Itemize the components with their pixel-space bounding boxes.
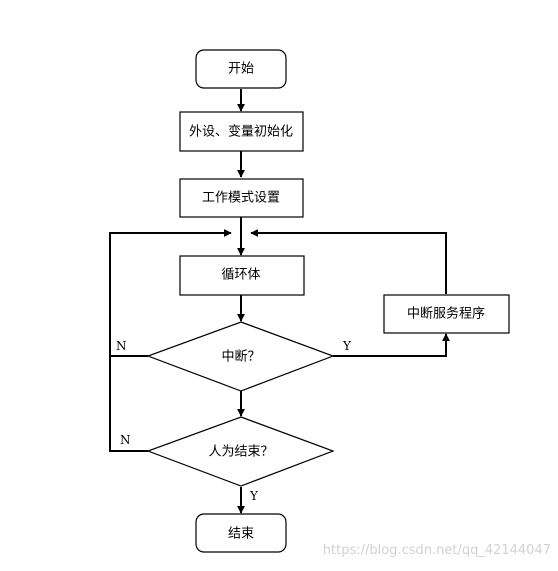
interrupt-label: 中断？ [221, 350, 260, 365]
init-label: 外设、变量初始化 [189, 124, 293, 140]
watermark: https://blog.csdn.net/qq_42144047 [323, 543, 551, 558]
manual-yes-label: Y [249, 489, 259, 503]
loop-label: 循环体 [221, 268, 260, 283]
interrupt-decision: 中断？ [146, 321, 335, 392]
loop-node: 循环体 [179, 255, 305, 296]
manual-end-decision: 人为结束？ [146, 416, 335, 487]
arrow-interrupt-no-loopback [109, 229, 232, 357]
isr-node: 中断服务程序 [383, 294, 510, 334]
end-label: 结束 [228, 527, 254, 542]
mode-node: 工作模式设置 [179, 178, 304, 218]
isr-label: 中断服务程序 [407, 306, 485, 322]
line-manual-no-loopback [109, 356, 148, 452]
end-node: 结束 [195, 513, 287, 553]
start-label: 开始 [228, 62, 254, 77]
interrupt-yes-label: Y [342, 339, 352, 353]
start-node: 开始 [195, 49, 287, 89]
arrow-interrupt-yes-to-isr [333, 333, 450, 357]
manual-no-label: N [120, 433, 131, 447]
interrupt-no-label: N [116, 339, 127, 353]
mode-label: 工作模式设置 [202, 191, 280, 206]
connectors [109, 89, 450, 514]
arrow-isr-return [250, 229, 447, 294]
init-node: 外设、变量初始化 [179, 111, 304, 152]
manual-end-label: 人为结束？ [208, 445, 273, 460]
